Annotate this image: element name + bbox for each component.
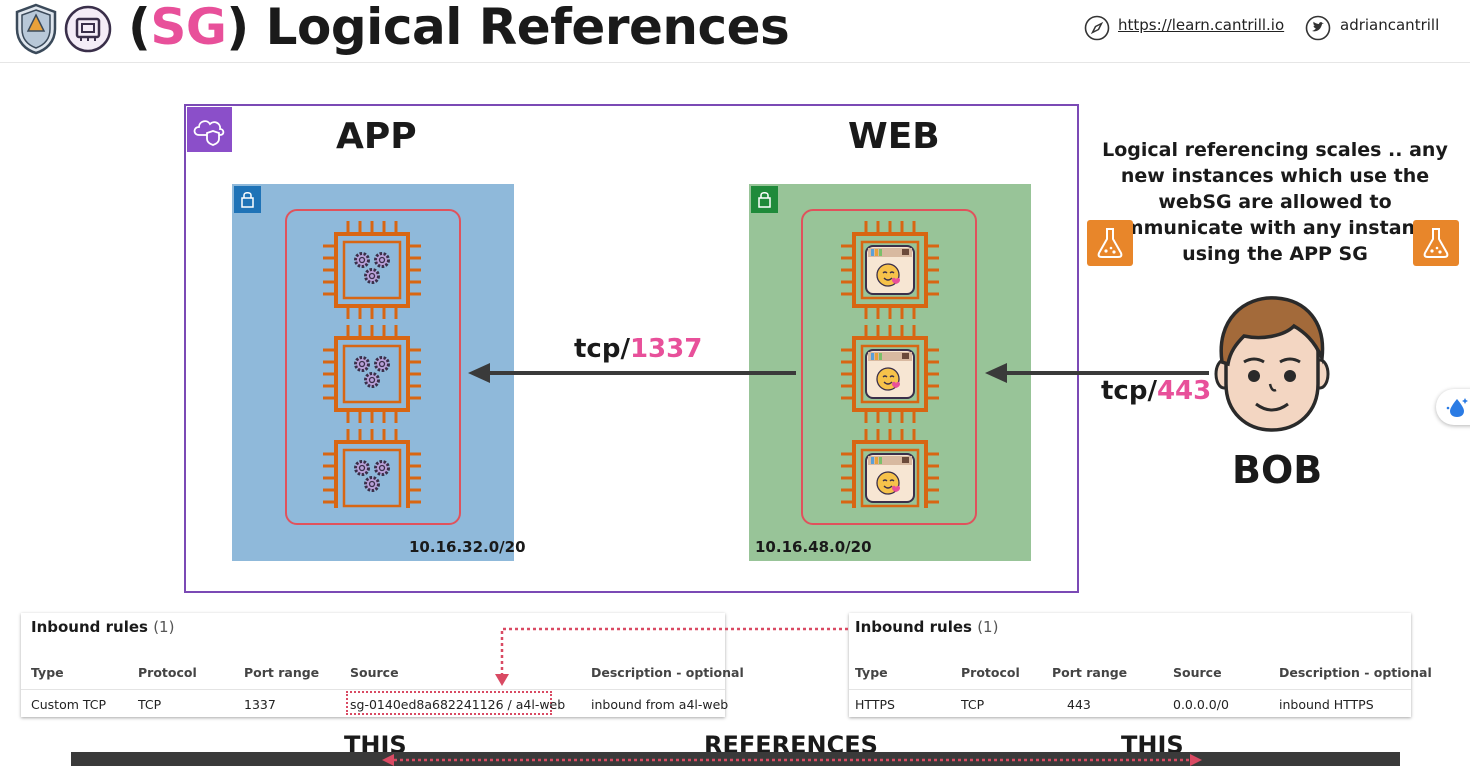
lock-icon <box>751 186 778 213</box>
cell-description: inbound from a4l-web <box>591 697 729 712</box>
col-description: Description - optional <box>591 665 744 680</box>
panel-title: Inbound rules (1) <box>31 618 175 636</box>
app-instance-1 <box>321 219 423 321</box>
twitter-handle[interactable]: adriancantrill <box>1340 16 1440 34</box>
web-subnet-cidr: 10.16.48.0/20 <box>755 538 872 556</box>
cell-source: 0.0.0.0/0 <box>1173 697 1229 712</box>
flask-icon <box>1413 220 1459 266</box>
flask-icon <box>1087 220 1133 266</box>
web-instances <box>839 219 941 508</box>
twitter-icon <box>1305 15 1331 41</box>
web-to-app-protocol: tcp/1337 <box>574 334 703 364</box>
website-link[interactable]: https://learn.cantrill.io <box>1118 16 1285 34</box>
cell-type: Custom TCP <box>31 697 107 712</box>
app-subnet <box>232 184 514 561</box>
web-inbound-rules-panel: Inbound rules (1) Type Protocol Port ran… <box>849 613 1432 717</box>
divider <box>849 689 1411 690</box>
droplet-icon <box>1446 398 1468 417</box>
web-instance-3 <box>839 427 941 508</box>
cell-protocol: TCP <box>138 697 162 712</box>
col-source: Source <box>350 665 399 680</box>
cell-port-range: 443 <box>1067 697 1091 712</box>
web-to-app-arrow <box>468 363 796 383</box>
panel-title: Inbound rules (1) <box>855 618 999 636</box>
cell-description: inbound HTTPS <box>1279 697 1374 712</box>
shield-logo-icon <box>15 3 57 55</box>
col-protocol: Protocol <box>961 665 1020 680</box>
bob-to-web-arrow <box>985 363 1209 383</box>
app-instances <box>321 219 423 508</box>
app-instance-3 <box>321 427 423 508</box>
web-tier-label: WEB <box>848 116 940 157</box>
vpc-boundary <box>184 104 1079 593</box>
divider <box>21 689 725 690</box>
web-instance-2 <box>839 323 941 425</box>
cell-port-range: 1337 <box>244 697 276 712</box>
web-app-icon <box>865 245 915 295</box>
side-floating-button[interactable] <box>1436 389 1470 425</box>
app-inbound-rules-panel: Inbound rules (1) Type Protocol Port ran… <box>21 613 744 717</box>
reference-connector <box>495 627 848 686</box>
vpc-icon <box>187 107 232 152</box>
scaling-note: Logical referencing scales .. any new in… <box>1099 139 1451 265</box>
bottom-dotted-arrow <box>382 754 1202 766</box>
col-port-range: Port range <box>1052 665 1128 680</box>
col-type: Type <box>31 665 64 680</box>
caption-bar <box>71 752 1400 766</box>
bob-label: BOB <box>1232 448 1323 492</box>
app-tier-label: APP <box>336 116 417 157</box>
web-security-group <box>801 209 977 525</box>
gear-icon <box>354 252 390 284</box>
col-type: Type <box>855 665 888 680</box>
header-bar: (SG) Logical References https://learn.ca… <box>0 0 1470 63</box>
web-instance-1 <box>839 219 941 321</box>
lock-icon <box>234 186 261 213</box>
col-source: Source <box>1173 665 1222 680</box>
cell-source-highlight: sg-0140ed8a682241126 / a4l-web <box>346 691 565 715</box>
col-description: Description - optional <box>1279 665 1432 680</box>
col-port-range: Port range <box>244 665 320 680</box>
page-title: (SG) Logical References <box>128 0 790 56</box>
ec2-badge-icon <box>64 5 112 53</box>
app-security-group <box>285 209 461 525</box>
compass-icon <box>1084 15 1110 41</box>
col-protocol: Protocol <box>138 665 197 680</box>
bob-to-web-protocol: tcp/443 <box>1101 376 1212 406</box>
app-instance-2 <box>321 323 423 425</box>
cell-protocol: TCP <box>961 697 985 712</box>
cell-type: HTTPS <box>855 697 895 712</box>
app-subnet-cidr: 10.16.32.0/20 <box>409 538 526 556</box>
bob-face-icon <box>1214 296 1330 432</box>
